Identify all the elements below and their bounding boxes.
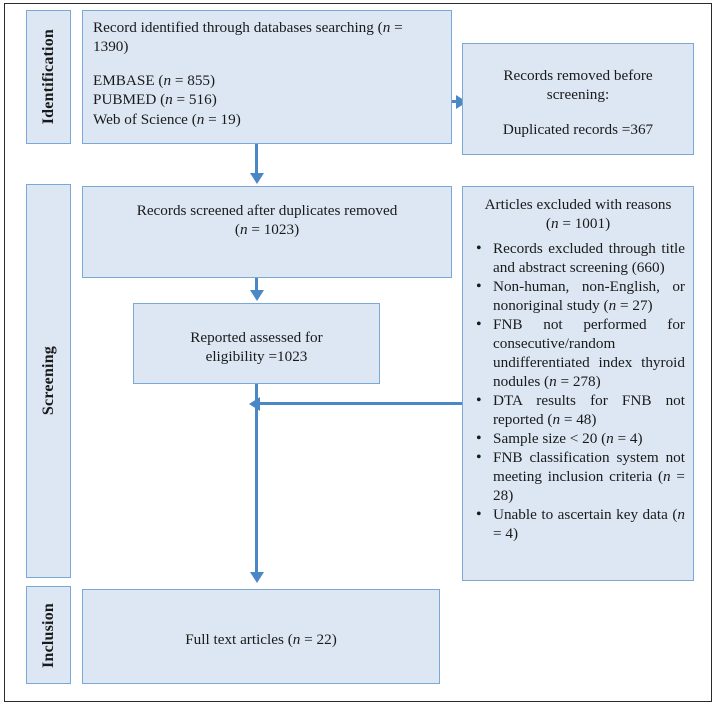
list-item: Unable to ascertain key data (n = 4) — [476, 505, 685, 544]
connector-identified-to-removed-arrowhead — [456, 94, 467, 109]
records-screened-line1: Records screened after duplicates remove… — [136, 202, 398, 219]
source-wos-value: = 19) — [204, 110, 241, 128]
box-reported-assessed: Reported assessed for eligibility =1023 — [133, 303, 380, 384]
box-full-text-articles-text: Full text articles (n = 22) — [83, 590, 439, 683]
records-identified-source-pubmed: PUBMED (n = 516) — [93, 90, 441, 109]
box-full-text-articles: Full text articles (n = 22) — [82, 589, 440, 684]
stage-label-inclusion: Inclusion — [26, 586, 71, 684]
connector-assessed-to-fulltext-line — [255, 384, 258, 574]
list-item: Sample size < 20 (n = 4) — [476, 429, 685, 449]
records-removed-gap — [473, 105, 683, 120]
articles-excluded-count: (n = 1001) — [473, 214, 683, 233]
box-reported-assessed-text: Reported assessed for eligibility =1023 — [134, 304, 379, 383]
source-embase-n: n — [163, 72, 172, 90]
source-embase-label: EMBASE ( — [93, 72, 164, 90]
list-item: Records excluded through title and abstr… — [476, 239, 685, 278]
articles-excluded-reason-list: Records excluded through title and abstr… — [463, 239, 693, 544]
records-removed-line3: Duplicated records =367 — [502, 120, 654, 138]
box-records-removed-text: Records removed before screening: Duplic… — [463, 44, 693, 154]
stage-label-identification-text: Identification — [39, 29, 57, 125]
records-identified-line1: Record identified through databases sear… — [93, 18, 441, 56]
articles-excluded-paren-open: ( — [545, 215, 551, 233]
list-item: Non-human, non-English, or nonoriginal s… — [476, 277, 685, 316]
reported-assessed-line1: Reported assessed for — [190, 328, 323, 346]
list-item: FNB not performed for consecutive/random… — [476, 315, 685, 391]
stage-label-identification: Identification — [26, 10, 71, 144]
full-text-line: Full text articles (n = 22) — [93, 630, 429, 649]
records-identified-line1-lead: Record identified through databases sear… — [93, 19, 383, 36]
records-identified-source-wos: Web of Science (n = 19) — [93, 110, 441, 129]
stage-label-inclusion-text: Inclusion — [39, 602, 57, 668]
connector-excluded-to-flow-line — [256, 402, 462, 405]
records-removed-line1: Records removed before — [503, 67, 653, 85]
source-wos-n: n — [196, 110, 205, 128]
list-item: FNB classification system not meeting in… — [476, 448, 685, 505]
source-pubmed-label: PUBMED ( — [93, 91, 166, 109]
records-identified-gap — [93, 56, 441, 71]
stage-label-screening: Screening — [26, 184, 71, 578]
records-identified-source-embase: EMBASE (n = 855) — [93, 71, 441, 90]
connector-excluded-to-flow-arrowhead — [249, 396, 260, 411]
records-removed-line2: screening: — [546, 86, 610, 104]
connector-identified-to-screened-arrowhead — [249, 173, 264, 184]
connector-screened-to-assessed-arrowhead — [249, 290, 264, 301]
records-screened-paren-open: ( — [234, 221, 240, 239]
box-articles-excluded: Articles excluded with reasons (n = 1001… — [462, 186, 694, 581]
list-item: DTA results for FNB not reported (n = 48… — [476, 391, 685, 430]
records-screened-value: = 1023) — [247, 221, 300, 239]
source-pubmed-value: = 516) — [172, 91, 217, 109]
box-articles-excluded-heading: Articles excluded with reasons (n = 1001… — [463, 187, 693, 233]
articles-excluded-n: n — [550, 215, 559, 233]
diagram-frame — [4, 3, 712, 702]
connector-identified-to-screened-line — [255, 144, 258, 178]
source-wos-label: Web of Science ( — [93, 110, 197, 128]
box-records-screened-text: Records screened after duplicates remove… — [83, 187, 451, 239]
records-identified-line1-tail: = 1390) — [93, 19, 403, 56]
full-text-value: = 22) — [300, 631, 337, 649]
box-records-screened: Records screened after duplicates remove… — [82, 186, 452, 278]
connector-assessed-to-fulltext-arrowhead — [249, 572, 264, 583]
source-pubmed-n: n — [165, 91, 173, 109]
stage-label-screening-text: Screening — [39, 346, 57, 416]
articles-excluded-value: = 1001) — [558, 215, 611, 233]
box-records-identified-text: Record identified through databases sear… — [83, 11, 451, 129]
articles-excluded-heading: Articles excluded with reasons — [484, 196, 672, 213]
connector-screened-to-assessed-line — [255, 278, 258, 292]
records-screened-line2: (n = 1023) — [93, 220, 441, 239]
full-text-lead: Full text articles ( — [185, 631, 293, 649]
box-records-removed: Records removed before screening: Duplic… — [462, 43, 694, 155]
box-records-identified: Record identified through databases sear… — [82, 10, 452, 144]
records-screened-n: n — [239, 221, 248, 239]
full-text-n: n — [292, 631, 301, 649]
source-embase-value: = 855) — [171, 72, 216, 90]
records-identified-line1-n: n — [382, 19, 391, 36]
reported-assessed-line2: eligibility =1023 — [205, 348, 308, 365]
